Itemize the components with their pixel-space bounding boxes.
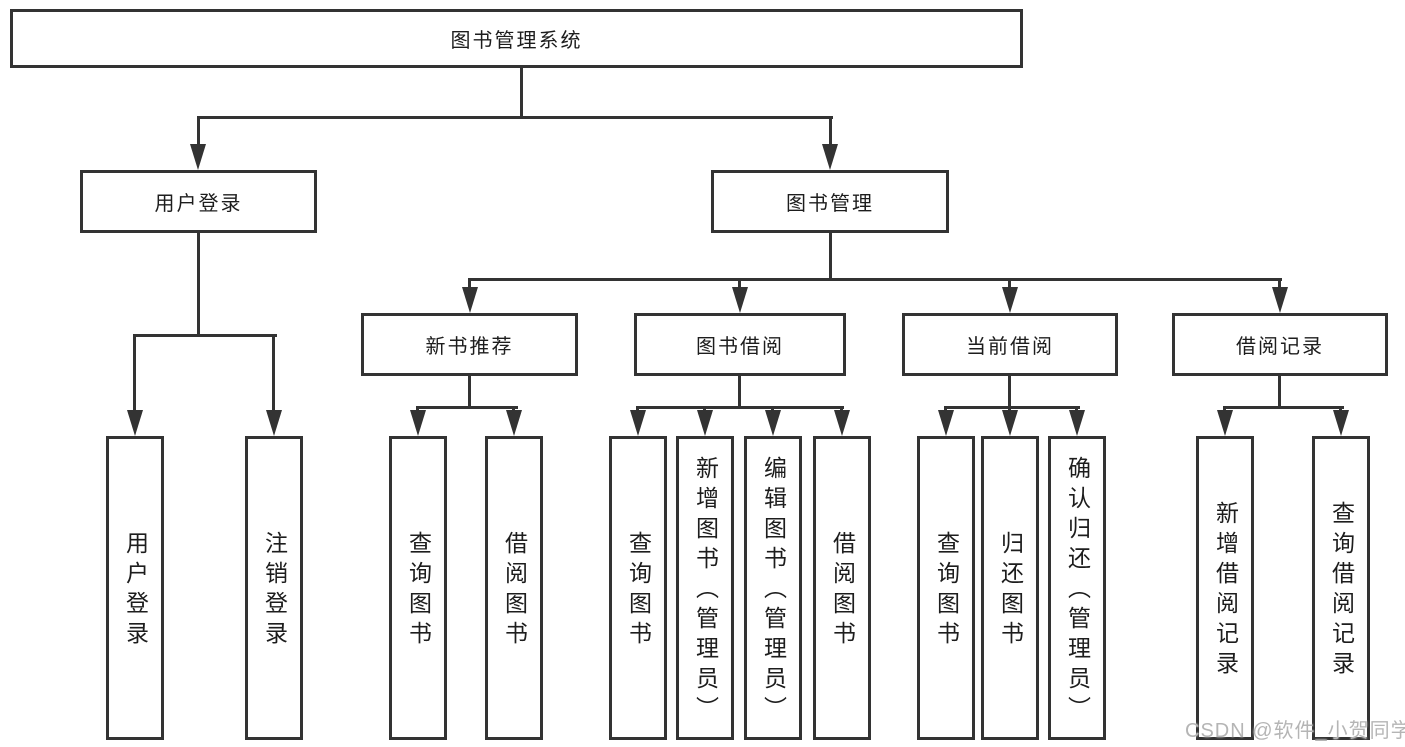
- connector-level3-rail: [468, 278, 1282, 281]
- leaf-borrowing-edit-admin-label: 编辑图书（管理员）: [760, 456, 787, 726]
- arrowhead-leaf: [697, 410, 713, 436]
- leaf-newbooks-query-label: 查询图书: [405, 531, 432, 651]
- csdn-watermark: CSDN @软件_小贺同学: [1185, 720, 1405, 742]
- leaf-user-login: 用户登录: [106, 436, 164, 740]
- arrowhead-records: [1272, 287, 1288, 313]
- leaf-borrowing-add-admin-label: 新增图书（管理员）: [692, 456, 719, 726]
- connector-borrowing-drop: [738, 278, 741, 291]
- leaf-borrowing-borrow-label: 借阅图书: [829, 531, 856, 651]
- connector-root-stem: [520, 68, 523, 118]
- connector-current-stem: [1008, 376, 1011, 409]
- leaf-current-confirm-admin-label: 确认归还（管理员）: [1064, 456, 1091, 726]
- leaf-borrowing-borrow: 借阅图书: [813, 436, 871, 740]
- arrowhead-leaf: [410, 410, 426, 436]
- arrowhead-current: [1002, 287, 1018, 313]
- arrowhead-leaf: [1002, 410, 1018, 436]
- leaf-current-confirm-admin: 确认归还（管理员）: [1048, 436, 1106, 740]
- connector-level2-rail: [197, 116, 833, 119]
- connector-new-books-drop: [468, 278, 471, 291]
- node-new-book-recommend: 新书推荐: [361, 313, 578, 376]
- arrowhead-new-books: [462, 287, 478, 313]
- leaf-borrowing-query-label: 查询图书: [625, 531, 652, 651]
- node-library-system: 图书管理系统: [10, 9, 1023, 68]
- leaf-newbooks-borrow: 借阅图书: [485, 436, 543, 740]
- connector-borrowing-stem: [738, 376, 741, 409]
- leaf-logout-label: 注销登录: [261, 531, 288, 651]
- connector-current-drop: [1008, 278, 1011, 291]
- leaf-records-add: 新增借阅记录: [1196, 436, 1254, 740]
- node-book-borrowing: 图书借阅: [634, 313, 846, 376]
- arrowhead-leaf: [938, 410, 954, 436]
- node-book-borrowing-label: 图书借阅: [696, 336, 784, 358]
- arrowhead-logout: [266, 410, 282, 436]
- connector-borrowing-rail: [636, 406, 844, 409]
- arrowhead-leaf: [834, 410, 850, 436]
- connector-current-rail: [944, 406, 1080, 409]
- leaf-newbooks-query: 查询图书: [389, 436, 447, 740]
- connector-records-rail: [1223, 406, 1344, 409]
- arrowhead-leaf: [1333, 410, 1349, 436]
- arrowhead-leaf: [506, 410, 522, 436]
- leaf-current-return: 归还图书: [981, 436, 1039, 740]
- connector-logout-drop: [272, 334, 275, 414]
- leaf-current-query: 查询图书: [917, 436, 975, 740]
- leaf-logout: 注销登录: [245, 436, 303, 740]
- leaf-user-login-label: 用户登录: [122, 531, 149, 651]
- node-user-login-label: 用户登录: [154, 193, 243, 215]
- connector-new-books-stem: [468, 376, 471, 409]
- node-current-borrowing-label: 当前借阅: [966, 336, 1054, 358]
- node-current-borrowing: 当前借阅: [902, 313, 1118, 376]
- arrowhead-book-mgmt: [822, 144, 838, 170]
- arrowhead-leaf: [765, 410, 781, 436]
- leaf-current-query-label: 查询图书: [933, 531, 960, 651]
- leaf-records-query-label: 查询借阅记录: [1328, 501, 1355, 681]
- connector-login-drop: [133, 334, 136, 414]
- node-book-management: 图书管理: [711, 170, 949, 233]
- leaf-borrowing-add-admin: 新增图书（管理员）: [676, 436, 734, 740]
- leaf-borrowing-query: 查询图书: [609, 436, 667, 740]
- connector-records-drop: [1278, 278, 1281, 291]
- arrowhead-leaf: [1069, 410, 1085, 436]
- leaf-newbooks-borrow-label: 借阅图书: [501, 531, 528, 651]
- connector-new-books-rail: [416, 406, 518, 409]
- connector-user-login-drop: [197, 116, 200, 148]
- node-new-book-recommend-label: 新书推荐: [425, 336, 514, 358]
- connector-book-mgmt-drop: [829, 116, 832, 148]
- leaf-records-add-label: 新增借阅记录: [1212, 501, 1239, 681]
- node-borrow-records-label: 借阅记录: [1236, 336, 1324, 358]
- connector-records-stem: [1278, 376, 1281, 409]
- leaf-borrowing-edit-admin: 编辑图书（管理员）: [744, 436, 802, 740]
- node-borrow-records: 借阅记录: [1172, 313, 1388, 376]
- connector-user-login-rail: [133, 334, 277, 337]
- connector-book-mgmt-stem: [829, 233, 832, 280]
- node-user-login: 用户登录: [80, 170, 317, 233]
- connector-user-login-stem: [197, 233, 200, 336]
- arrowhead-borrowing: [732, 287, 748, 313]
- node-book-management-label: 图书管理: [786, 193, 874, 215]
- arrowhead-leaf: [630, 410, 646, 436]
- node-library-system-label: 图书管理系统: [450, 30, 583, 52]
- leaf-records-query: 查询借阅记录: [1312, 436, 1370, 740]
- arrowhead-user-login: [190, 144, 206, 170]
- arrowhead-leaf: [1217, 410, 1233, 436]
- leaf-current-return-label: 归还图书: [997, 531, 1024, 651]
- arrowhead-login: [127, 410, 143, 436]
